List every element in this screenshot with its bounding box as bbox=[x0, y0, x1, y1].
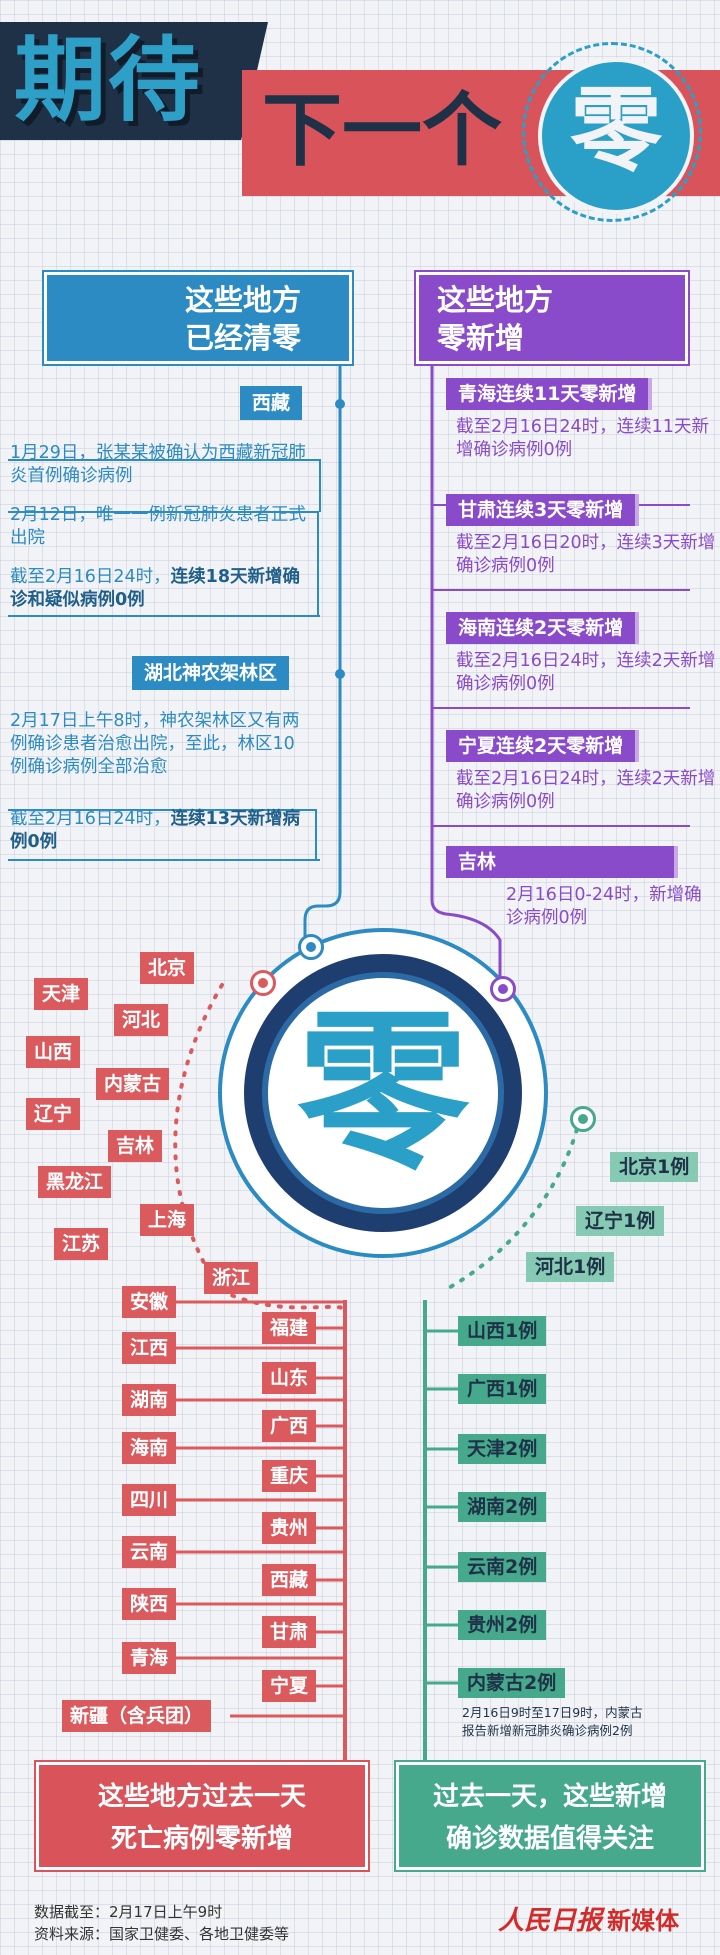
cleared-header-line2: 已经清零 bbox=[185, 321, 302, 355]
zero-deaths-caption-line2: 死亡病例零新增 bbox=[110, 1824, 293, 1854]
region-tag-xizang: 西藏 bbox=[240, 386, 303, 420]
inner-mongolia-note-line2: 报告新增新冠肺炎确诊病例2例 bbox=[462, 1723, 633, 1738]
cleared-header-line1: 这些地方 bbox=[185, 283, 302, 317]
cleared-header: 这些地方 已经清零 bbox=[44, 272, 352, 364]
new-case-region: 辽宁1例 bbox=[576, 1206, 665, 1236]
new-case-region: 广西1例 bbox=[458, 1374, 547, 1404]
death-zero-region: 湖南 bbox=[122, 1384, 177, 1416]
zero-new-header-line1: 这些地方 bbox=[437, 283, 554, 317]
death-zero-region: 新疆（含兵团） bbox=[62, 1700, 212, 1732]
zero-new-tag-qinghai: 青海连续11天零新增 bbox=[446, 378, 653, 410]
zero-new-tag-gansu: 甘肃连续3天零新增 bbox=[446, 494, 640, 526]
purple-node bbox=[490, 976, 516, 1002]
brand-sub: 新媒体 bbox=[607, 1907, 680, 1935]
new-case-region: 天津2例 bbox=[458, 1434, 547, 1464]
new-case-region: 云南2例 bbox=[458, 1552, 547, 1582]
death-zero-region: 内蒙古 bbox=[96, 1068, 170, 1100]
center-ring-inner bbox=[262, 972, 504, 1214]
data-cutoff: 数据截至：2月17日上午9时 bbox=[34, 1903, 223, 1921]
death-zero-region: 宁夏 bbox=[262, 1670, 317, 1702]
death-zero-region: 广西 bbox=[262, 1410, 317, 1442]
xizang-event-1: 1月29日，张某某被确认为西藏新冠肺炎首例确诊病例 bbox=[10, 443, 306, 486]
death-zero-region: 吉林 bbox=[108, 1130, 163, 1162]
new-case-region: 河北1例 bbox=[526, 1252, 615, 1282]
death-zero-region: 浙江 bbox=[204, 1262, 259, 1294]
death-zero-region: 甘肃 bbox=[262, 1616, 317, 1648]
center-zero-char: 零 bbox=[297, 992, 469, 1193]
death-zero-region: 河北 bbox=[114, 1004, 169, 1036]
death-zero-region: 山东 bbox=[262, 1362, 317, 1394]
death-zero-region: 黑龙江 bbox=[38, 1166, 112, 1198]
blue-node bbox=[298, 934, 324, 960]
zero-new-header-line2: 零新增 bbox=[437, 321, 525, 355]
death-zero-region: 云南 bbox=[122, 1536, 177, 1568]
shennongjia-event-2: 截至2月16日24时，连续13天新增病例0例 bbox=[10, 809, 301, 852]
zero-deaths-caption-line1: 这些地方过去一天 bbox=[97, 1782, 306, 1812]
death-zero-region: 青海 bbox=[122, 1642, 177, 1674]
new-case-region: 贵州2例 bbox=[458, 1610, 547, 1640]
new-cases-caption-line2: 确诊数据值得关注 bbox=[445, 1824, 654, 1854]
region-tag-shennongjia: 湖北神农架林区 bbox=[132, 656, 290, 690]
data-source: 资料来源：国家卫健委、各地卫健委等 bbox=[34, 1925, 290, 1943]
death-zero-region: 四川 bbox=[122, 1484, 177, 1516]
new-cases-caption-line1: 过去一天，这些新增 bbox=[432, 1782, 667, 1812]
zero-new-header: 这些地方 零新增 bbox=[416, 272, 688, 364]
death-zero-region: 海南 bbox=[122, 1432, 177, 1464]
zero-new-tag-jilin: 吉林 bbox=[446, 846, 678, 878]
death-zero-region: 江苏 bbox=[54, 1228, 109, 1260]
zero-new-text-hainan: 截至2月16日24时，连续2天新增确诊病例0例 bbox=[456, 651, 716, 694]
title-part1: 期待 bbox=[14, 27, 203, 134]
inner-mongolia-note-line1: 2月16日9时至17日9时，内蒙古 bbox=[462, 1705, 643, 1720]
zero-new-text-qinghai: 截至2月16日24时，连续11天新增确诊病例0例 bbox=[456, 417, 709, 460]
death-zero-region: 福建 bbox=[262, 1312, 317, 1344]
zero-new-text-jilin: 2月16日0-24时，新增确诊病例0例 bbox=[506, 885, 702, 928]
new-case-region: 北京1例 bbox=[610, 1152, 699, 1182]
new-case-region: 湖南2例 bbox=[458, 1492, 547, 1522]
death-zero-region: 安徽 bbox=[122, 1286, 177, 1318]
shennongjia-event-1: 2月17日上午8时，神农架林区又有两例确诊患者治愈出院，至此，林区10例确诊病例… bbox=[10, 711, 300, 777]
xizang-event-3: 截至2月16日24时，连续18天新增确诊和疑似病例0例 bbox=[10, 567, 301, 610]
death-zero-region: 北京 bbox=[140, 952, 195, 984]
zero-new-tag-hainan: 海南连续2天零新增 bbox=[446, 612, 640, 644]
death-zero-region: 西藏 bbox=[262, 1564, 317, 1596]
zero-new-text-gansu: 截至2月16日20时，连续3天新增确诊病例0例 bbox=[456, 533, 716, 576]
title-banner-left: 期待 bbox=[0, 22, 268, 140]
new-case-region: 山西1例 bbox=[458, 1316, 547, 1346]
title-highlight: 零 bbox=[569, 77, 662, 184]
zero-deaths-caption-box: 这些地方过去一天 死亡病例零新增 bbox=[36, 1762, 368, 1870]
red-node bbox=[250, 970, 276, 996]
death-zero-region: 江西 bbox=[122, 1332, 177, 1364]
death-zero-region: 山西 bbox=[26, 1036, 81, 1068]
death-zero-region: 上海 bbox=[140, 1204, 195, 1236]
brand-logo: 人民日报 新媒体 bbox=[498, 1900, 679, 1937]
title-dashed-ring bbox=[522, 42, 702, 222]
xizang-event-2: 2月12日，唯一一例新冠肺炎患者正式出院 bbox=[10, 505, 306, 548]
death-zero-region: 辽宁 bbox=[26, 1098, 81, 1130]
title-highlight-circle: 零 bbox=[538, 58, 694, 214]
green-node bbox=[570, 1106, 596, 1132]
death-zero-region: 贵州 bbox=[262, 1512, 317, 1544]
zero-new-tag-ningxia: 宁夏连续2天零新增 bbox=[446, 730, 640, 762]
title-part2: 下一个 bbox=[262, 84, 502, 177]
death-zero-region: 陕西 bbox=[122, 1588, 177, 1620]
new-case-region: 内蒙古2例 bbox=[458, 1668, 566, 1698]
new-cases-caption-box: 过去一天，这些新增 确诊数据值得关注 bbox=[396, 1762, 704, 1870]
brand-main: 人民日报 bbox=[498, 1906, 603, 1936]
zero-new-text-ningxia: 截至2月16日24时，连续2天新增确诊病例0例 bbox=[456, 769, 716, 812]
death-zero-region: 天津 bbox=[34, 978, 89, 1010]
death-zero-region: 重庆 bbox=[262, 1460, 317, 1492]
